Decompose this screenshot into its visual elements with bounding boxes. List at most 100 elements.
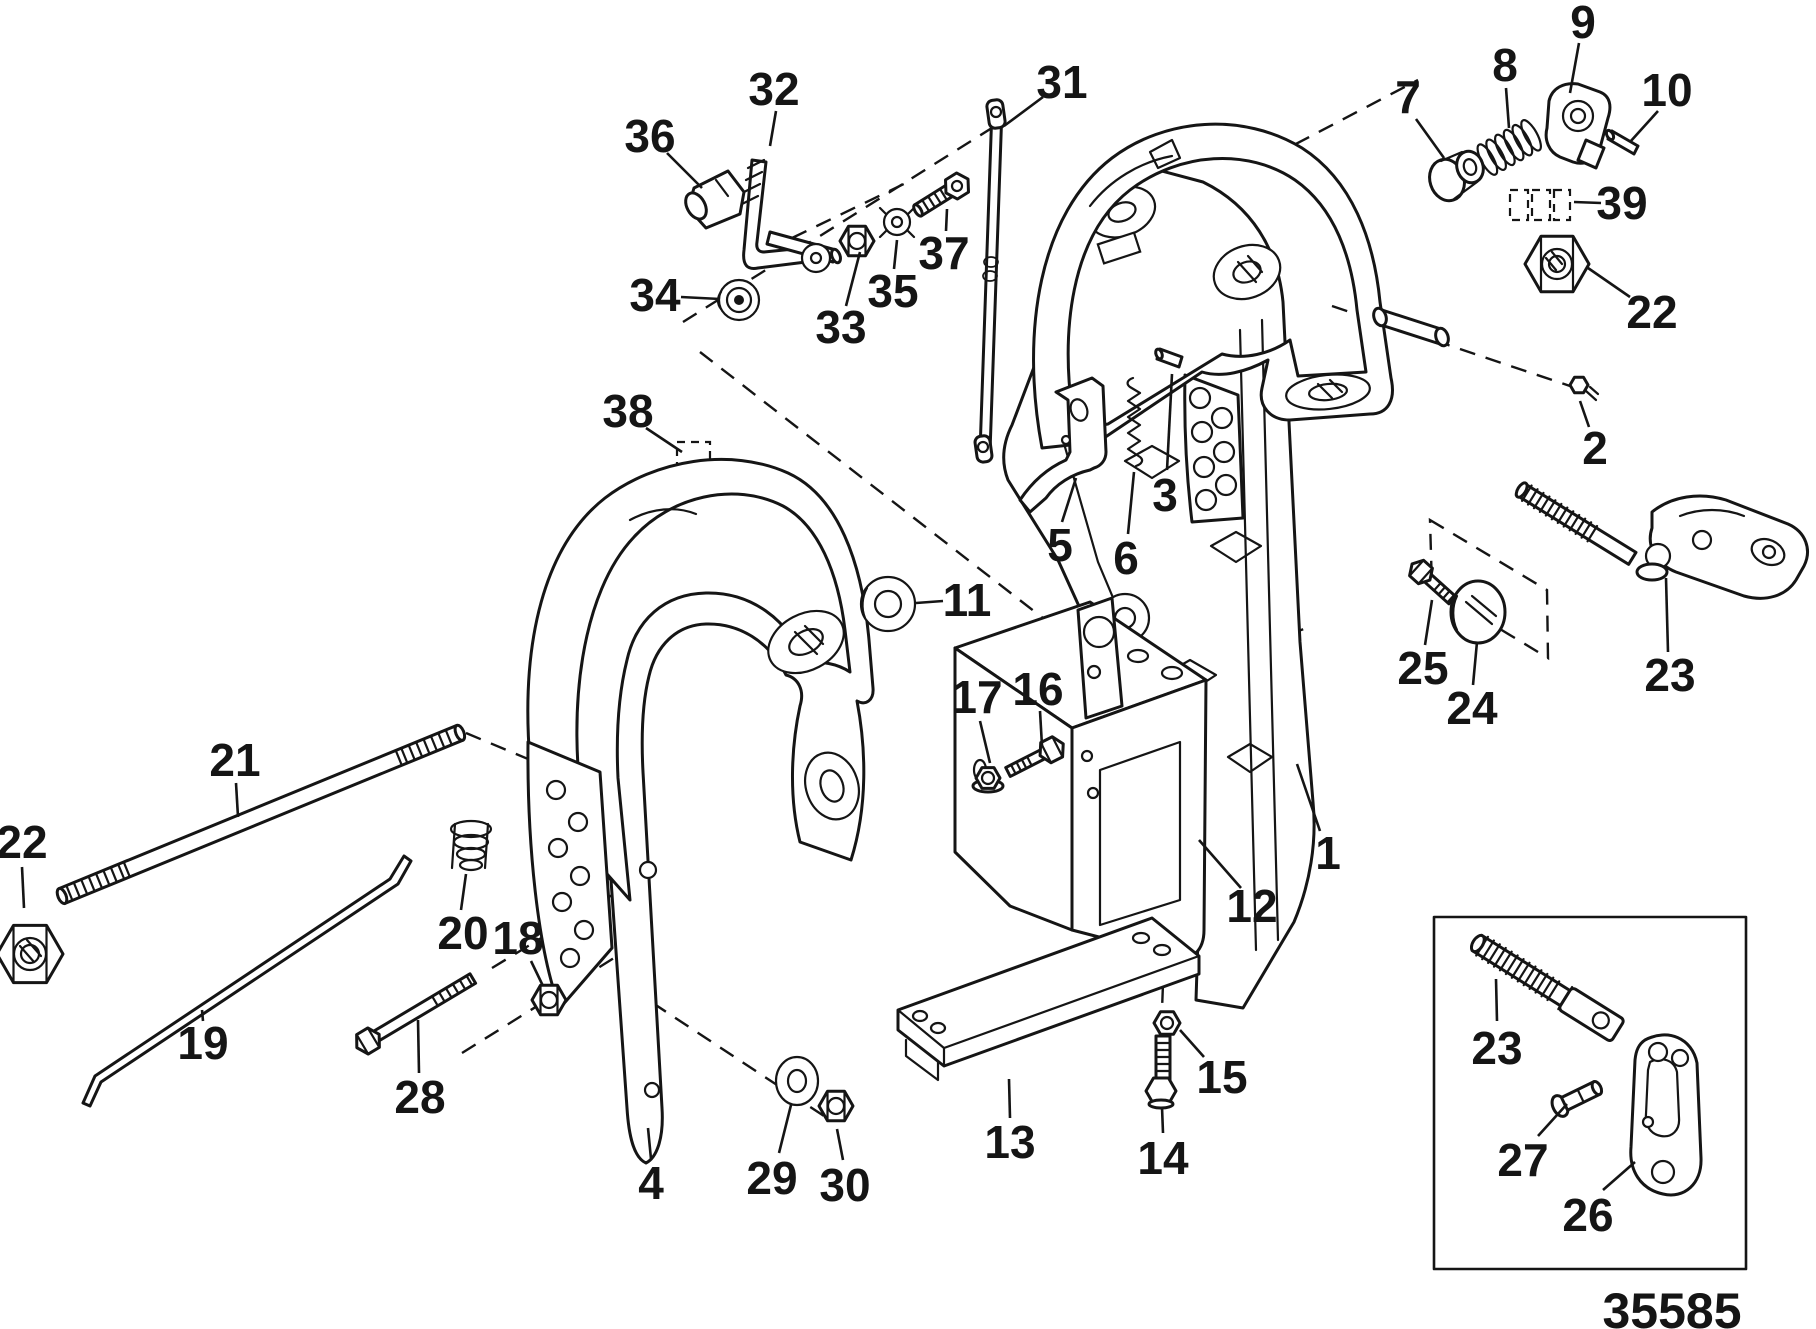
nut-18-drawing [530,983,568,1017]
callout-14: 14 [1137,1132,1189,1184]
leader-line-3 [1165,373,1174,471]
locknut-33-drawing [838,224,876,258]
callout-5: 5 [1047,519,1073,571]
inset-rod-23-drawing [1469,933,1625,1042]
leader-line-8 [1504,87,1511,129]
callout-10: 10 [1641,64,1692,116]
callout-23I: 23 [1471,1022,1522,1074]
leader-line-12 [1198,839,1242,889]
leader-line-6 [1126,471,1136,535]
leader-line-34 [680,295,721,301]
leader-line-22R [1587,266,1631,299]
leader-line-32 [768,110,778,147]
leader-line-31 [1003,95,1044,128]
bolt-37-drawing [912,171,971,218]
inset-bracket-26-drawing [1629,1033,1703,1197]
clamp-nut-22-right-drawing [1523,234,1591,294]
leader-line-4 [646,1127,653,1160]
nut-17-drawing [971,766,1005,794]
callout-12: 12 [1226,880,1277,932]
leader-line-36 [666,152,703,189]
callout-17: 17 [951,671,1002,723]
callout-35: 35 [867,265,918,317]
callout-19: 19 [177,1017,228,1069]
callout-20: 20 [437,907,488,959]
bolt-2-drawing [1568,375,1600,402]
callout-7: 7 [1395,71,1421,123]
callout-1: 1 [1315,827,1341,879]
callout-29: 29 [746,1152,797,1204]
callout-36: 36 [624,110,675,162]
leader-line-15 [1179,1029,1205,1058]
callout-11: 11 [943,574,992,626]
leader-line-23R [1664,577,1670,653]
leader-line-17 [978,720,992,764]
leader-line-26 [1602,1161,1636,1191]
callout-22R: 22 [1626,286,1677,338]
leader-line-23I [1494,978,1499,1022]
pin-3-drawing [1154,347,1184,369]
callout-38: 38 [602,385,653,437]
tilt-stop-lever-23-drawing [1514,481,1809,600]
spring-6-drawing [1126,376,1144,468]
port-clamp-bracket-drawing [526,457,875,1165]
leader-line-21 [234,782,240,818]
leader-line-1 [1295,763,1322,832]
drawing-number: 35585 [1602,1283,1741,1329]
leader-line-16 [1038,710,1044,747]
callout-25: 25 [1397,642,1448,694]
callout-23R: 23 [1644,649,1695,701]
callout-9: 9 [1570,0,1596,48]
leader-line-33 [844,251,862,307]
callout-18: 18 [492,912,543,964]
link-rod-31-drawing [973,98,1007,464]
spring-8-drawing [1476,119,1542,176]
swivel-pin-drawing [1372,306,1450,348]
callout-37: 37 [918,227,969,279]
callout-3: 3 [1152,469,1178,521]
leader-line-35 [892,239,899,270]
callout-24: 24 [1446,682,1498,734]
callout-22L: 22 [0,816,48,868]
leader-line-29 [777,1104,793,1154]
callout-16: 16 [1012,663,1063,715]
reverse-lock-lever-drawing [740,158,842,274]
callout-31: 31 [1036,56,1087,108]
bushing-7-drawing [1428,149,1485,203]
bolt-25-drawing [1408,558,1458,606]
anchor-pin-drawing [684,169,746,230]
leader-line-5 [1060,477,1078,523]
tilt-rod-21-drawing [55,723,467,906]
leader-lines [20,42,1670,1191]
leader-line-22L [20,866,26,909]
leader-line-37 [944,208,949,232]
grommet-34-drawing [716,278,761,322]
callout-21: 21 [209,734,260,786]
washer-29-drawing [774,1055,820,1107]
leader-line-2 [1578,400,1591,428]
callout-28: 28 [394,1071,445,1123]
callout-2: 2 [1582,422,1608,474]
inset-kit-box [1432,915,1748,1271]
callout-8: 8 [1492,39,1518,91]
spring-20-drawing [449,819,493,872]
callout-33: 33 [815,301,866,353]
leader-line-24 [1471,641,1479,686]
callout-34: 34 [629,269,681,321]
hook-bracket-5-drawing [1018,376,1108,514]
leader-line-30 [835,1128,845,1161]
pin-10-drawing [1604,128,1640,156]
leader-line-39 [1573,200,1602,205]
leader-line-25 [1423,599,1434,646]
bolt-14-with-nut-15-drawing [1144,1010,1182,1110]
transom-bracket-drawing [953,596,1208,960]
tilt-lock-latch-9-drawing [1544,82,1612,170]
lower-plate-drawing [896,916,1201,1082]
callout-39: 39 [1596,177,1647,229]
tiller-rod-19-drawing [81,854,413,1108]
callout-15: 15 [1196,1051,1247,1103]
leader-line-13 [1007,1078,1012,1119]
leader-line-11 [915,599,944,605]
